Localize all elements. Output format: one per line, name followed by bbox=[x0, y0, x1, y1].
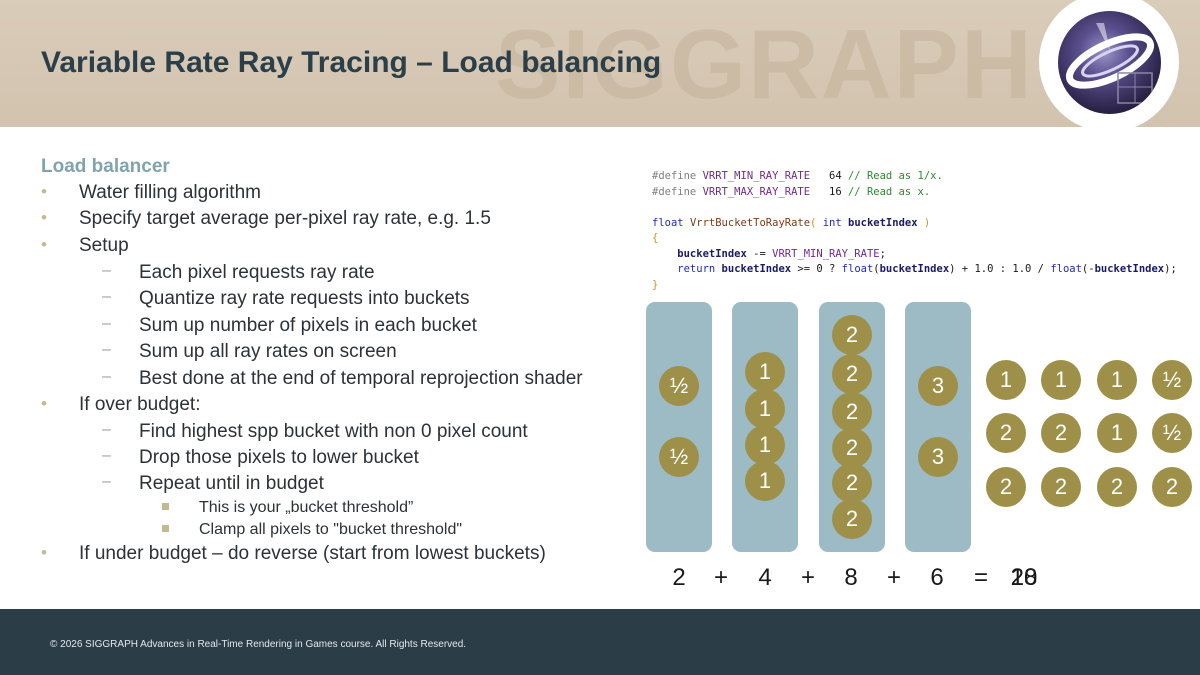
pixel-coin: 2 bbox=[832, 499, 872, 539]
bullet-text: Sum up all ray rates on screen bbox=[139, 341, 397, 362]
pixel-coin: 1 bbox=[745, 425, 785, 465]
sum-total: 20 bbox=[1010, 564, 1038, 591]
header-background bbox=[0, 0, 1200, 127]
sub-bullet-item: – Sum up number of pixels in each bucket bbox=[102, 315, 477, 337]
pixel-coin: 1 bbox=[1041, 360, 1081, 400]
bullet-item: • Setup bbox=[41, 235, 129, 257]
bullet-text: Sum up number of pixels in each bucket bbox=[139, 315, 477, 336]
sub-bullet-item: – Drop those pixels to lower bucket bbox=[102, 447, 419, 469]
sub-sub-bullet-item: Clamp all pixels to "bucket threshold" bbox=[162, 521, 463, 539]
pixel-coin: 2 bbox=[986, 467, 1026, 507]
dash-marker: – bbox=[102, 473, 111, 490]
bullet-marker: • bbox=[41, 182, 47, 201]
bullet-marker: • bbox=[41, 235, 47, 254]
dash-marker: – bbox=[102, 421, 111, 438]
copyright-text: © 2026 SIGGRAPH Advances in Real-Time Re… bbox=[50, 639, 467, 650]
sub-bullet-item: – Sum up all ray rates on screen bbox=[102, 341, 397, 363]
pixel-coin: ½ bbox=[659, 366, 699, 406]
pixel-coin: 1 bbox=[745, 352, 785, 392]
pixel-coin: ½ bbox=[1152, 360, 1192, 400]
pixel-coin: 2 bbox=[986, 413, 1026, 453]
bullet-text: Specify target average per-pixel ray rat… bbox=[79, 208, 491, 229]
pixel-coin: 1 bbox=[1097, 360, 1137, 400]
pixel-coin: 1 bbox=[745, 389, 785, 429]
bullet-text: If under budget – do reverse (start from… bbox=[79, 543, 546, 564]
pixel-coin: 2 bbox=[1097, 467, 1137, 507]
sub-sub-bullet-item: This is your „bucket threshold” bbox=[162, 499, 414, 517]
bullet-marker: • bbox=[41, 394, 47, 413]
sum-operator: + bbox=[713, 564, 728, 591]
bullet-text: Best done at the end of temporal reproje… bbox=[139, 368, 583, 389]
pixel-coin: 3 bbox=[918, 437, 958, 477]
sum-operator: + bbox=[800, 564, 815, 591]
bullet-text: Repeat until in budget bbox=[139, 473, 324, 494]
pixel-coin: 2 bbox=[832, 428, 872, 468]
pixel-coin: 1 bbox=[986, 360, 1026, 400]
bullet-text: If over budget: bbox=[79, 394, 201, 415]
sum-term: 2 bbox=[672, 564, 686, 591]
bullet-text: Clamp all pixels to "bucket threshold" bbox=[199, 521, 463, 538]
bullet-text: Find highest spp bucket with non 0 pixel… bbox=[139, 421, 528, 442]
sum-term: 4 bbox=[758, 564, 772, 591]
pixel-coin: 2 bbox=[1152, 467, 1192, 507]
pixel-coin: ½ bbox=[1152, 413, 1192, 453]
footer-band bbox=[0, 609, 1200, 675]
pixel-coin: 2 bbox=[832, 392, 872, 432]
code-block: #define VRRT_MIN_RAY_RATE 64 // Read as … bbox=[652, 170, 1177, 291]
dash-marker: – bbox=[102, 447, 111, 464]
pixel-coin: 2 bbox=[832, 463, 872, 503]
bullet-marker: • bbox=[41, 543, 47, 562]
pixel-coin: 1 bbox=[1097, 413, 1137, 453]
sum-operator: + bbox=[886, 564, 901, 591]
header-watermark: SIGGRAPH bbox=[495, 9, 1034, 119]
bullet-text: Quantize ray rate requests into buckets bbox=[139, 288, 470, 309]
sum-total-overlay: 18 bbox=[1010, 564, 1038, 591]
pixel-coin: 2 bbox=[832, 315, 872, 355]
pixel-coin: ½ bbox=[659, 437, 699, 477]
bullet-text: This is your „bucket threshold” bbox=[199, 499, 414, 516]
dash-marker: – bbox=[102, 315, 111, 332]
header-band: SIGGRAPH Variable Rate Ray Tracing – Loa… bbox=[0, 0, 1200, 127]
siggraph-logo-icon bbox=[1058, 11, 1161, 114]
pixel-coin: 2 bbox=[1041, 467, 1081, 507]
bullet-item: • If under budget – do reverse (start fr… bbox=[41, 543, 546, 565]
bullet-item: • Water filling algorithm bbox=[41, 182, 261, 204]
bullet-text: Water filling algorithm bbox=[79, 182, 261, 203]
sum-equals: = bbox=[973, 564, 988, 591]
bucket-column bbox=[905, 302, 971, 552]
sum-term: 8 bbox=[844, 564, 858, 591]
bucket-column bbox=[646, 302, 712, 552]
bullet-text: Each pixel requests ray rate bbox=[139, 262, 375, 283]
sub-bullet-item: – Repeat until in budget bbox=[102, 473, 324, 495]
dash-marker: – bbox=[102, 288, 111, 305]
bullet-item: • Specify target average per-pixel ray r… bbox=[41, 208, 491, 230]
bullet-item: • If over budget: bbox=[41, 394, 201, 416]
slide-title: Variable Rate Ray Tracing – Load balanci… bbox=[41, 46, 662, 79]
sub-bullet-item: – Quantize ray rate requests into bucket… bbox=[102, 288, 470, 310]
dash-marker: – bbox=[102, 341, 111, 358]
sub-bullet-item: – Each pixel requests ray rate bbox=[102, 262, 375, 284]
dash-marker: – bbox=[102, 368, 111, 385]
section-heading: Load balancer bbox=[41, 156, 170, 177]
bullet-marker: • bbox=[41, 208, 47, 227]
sub-bullet-item: – Find highest spp bucket with non 0 pix… bbox=[102, 421, 528, 443]
square-marker bbox=[162, 503, 169, 510]
sub-bullet-item: – Best done at the end of temporal repro… bbox=[102, 368, 583, 390]
siggraph-logo-graphic bbox=[1065, 23, 1155, 104]
sum-term: 6 bbox=[930, 564, 944, 591]
pixel-coin: 2 bbox=[1041, 413, 1081, 453]
bullet-text: Setup bbox=[79, 235, 129, 256]
dash-marker: – bbox=[102, 262, 111, 279]
bullet-text: Drop those pixels to lower bucket bbox=[139, 447, 419, 468]
pixel-coin: 3 bbox=[918, 366, 958, 406]
pixel-coin: 1 bbox=[745, 461, 785, 501]
pixel-coin: 2 bbox=[832, 354, 872, 394]
square-marker bbox=[162, 525, 169, 532]
